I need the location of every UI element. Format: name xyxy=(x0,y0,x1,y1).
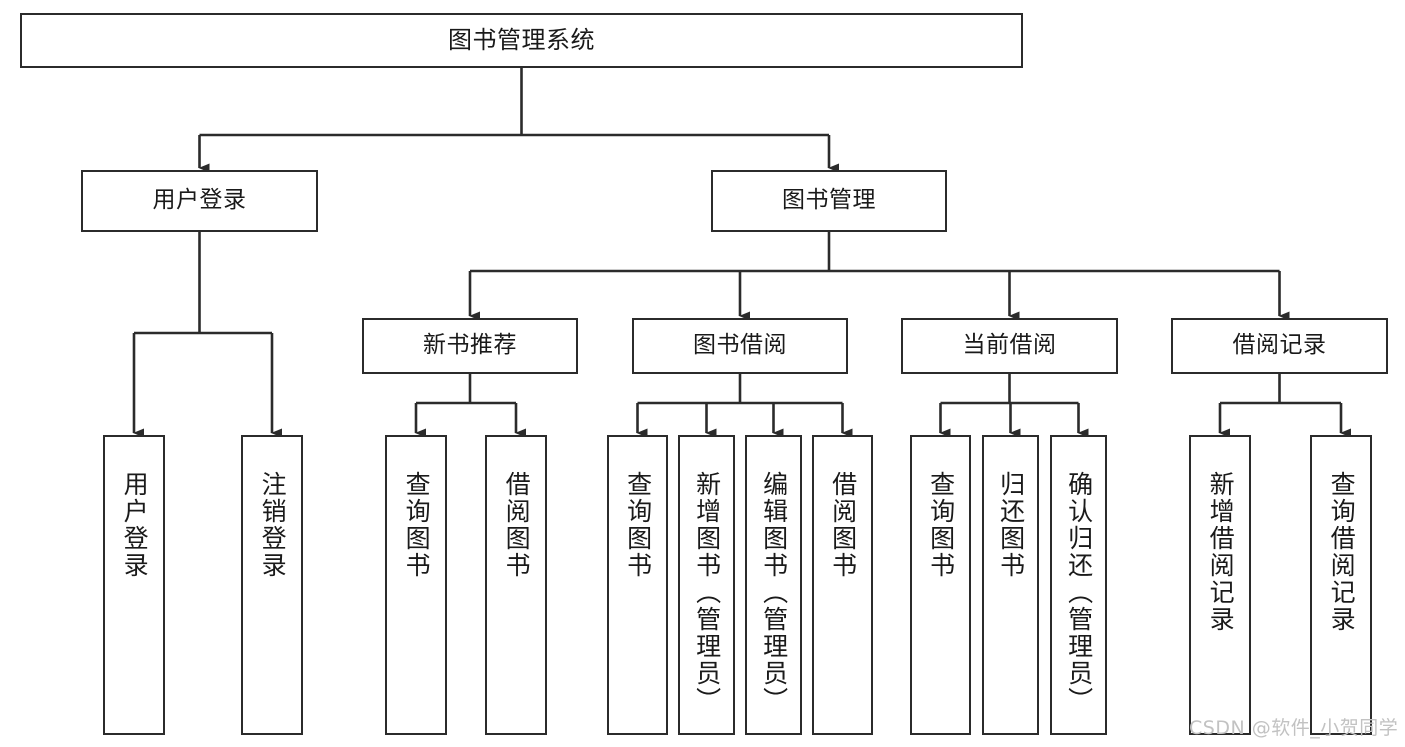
node-l3-qbook1[interactable]: 查询图书 xyxy=(385,435,447,735)
node-l2-newbook[interactable]: 新书推荐 xyxy=(362,318,578,374)
node-l3-addrec[interactable]: 新增借阅记录 xyxy=(1189,435,1251,735)
node-label: 编辑图书（管理员） xyxy=(759,471,789,714)
node-l2-record[interactable]: 借阅记录 xyxy=(1171,318,1388,374)
node-label: 查询图书 xyxy=(402,471,432,579)
node-l3-qrec[interactable]: 查询借阅记录 xyxy=(1310,435,1372,735)
node-label: 借阅图书 xyxy=(502,471,532,579)
node-l3-qbook2[interactable]: 查询图书 xyxy=(607,435,668,735)
node-label: 用户登录 xyxy=(152,187,247,214)
node-l3-qbook3[interactable]: 查询图书 xyxy=(910,435,971,735)
node-label: 借阅记录 xyxy=(1232,332,1327,359)
node-l2-borrow[interactable]: 图书借阅 xyxy=(632,318,848,374)
node-l3-userlogin[interactable]: 用户登录 xyxy=(103,435,165,735)
node-label: 当前借阅 xyxy=(962,332,1057,359)
node-l3-retbook[interactable]: 归还图书 xyxy=(982,435,1039,735)
node-label: 图书管理 xyxy=(782,187,876,214)
node-label: 用户登录 xyxy=(120,471,150,579)
node-label: 查询图书 xyxy=(926,471,956,579)
node-label: 新增借阅记录 xyxy=(1206,471,1236,633)
node-label: 归还图书 xyxy=(996,471,1026,579)
node-label: 查询借阅记录 xyxy=(1327,471,1357,633)
node-label: 图书借阅 xyxy=(693,332,787,359)
node-l1-book[interactable]: 图书管理 xyxy=(711,170,947,232)
node-label: 新增图书（管理员） xyxy=(692,471,722,714)
node-l3-editbook[interactable]: 编辑图书（管理员） xyxy=(745,435,802,735)
node-label: 新书推荐 xyxy=(423,332,517,359)
node-label: 注销登录 xyxy=(258,471,288,579)
node-l3-logout[interactable]: 注销登录 xyxy=(241,435,303,735)
node-label: 确认归还（管理员） xyxy=(1064,471,1094,714)
node-l2-current[interactable]: 当前借阅 xyxy=(901,318,1118,374)
node-label: 借阅图书 xyxy=(828,471,858,579)
node-label: 查询图书 xyxy=(623,471,653,579)
node-l3-addbook[interactable]: 新增图书（管理员） xyxy=(678,435,735,735)
node-l1-login[interactable]: 用户登录 xyxy=(81,170,318,232)
node-l3-bbook2[interactable]: 借阅图书 xyxy=(812,435,873,735)
node-l3-bbook1[interactable]: 借阅图书 xyxy=(485,435,547,735)
node-label: 图书管理系统 xyxy=(448,26,595,55)
node-l3-confirm[interactable]: 确认归还（管理员） xyxy=(1050,435,1107,735)
node-root[interactable]: 图书管理系统 xyxy=(20,13,1023,68)
csdn-watermark: CSDN @软件_小贺同学 xyxy=(1189,717,1399,739)
